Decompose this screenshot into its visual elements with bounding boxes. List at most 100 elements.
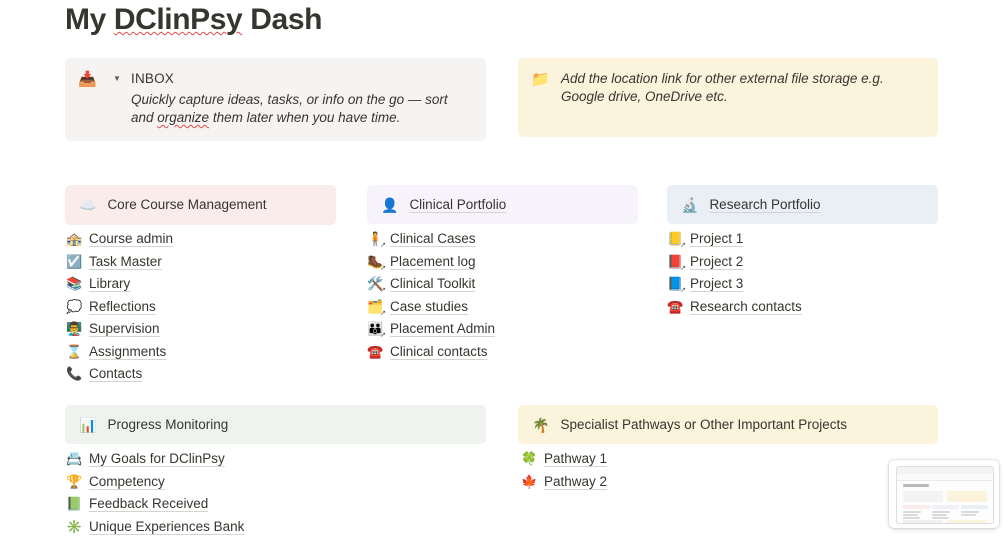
list-item-label[interactable]: Clinical Toolkit [390,276,476,292]
preview-line [903,511,921,513]
list-item[interactable]: 👨‍🏫 Supervision [66,318,173,341]
link-list-clinical: 🧍Clinical Cases🥾Placement log🛠️Clinical … [367,228,495,363]
callout-external-storage[interactable]: 📁 Add the location link for other extern… [518,58,938,137]
list-item[interactable]: ✳️Unique Experiences Bank [66,516,244,538]
trophy-icon: 🏆 [66,473,83,489]
section-title-pathways: Specialist Pathways or Other Important P… [560,416,848,432]
list-item-label[interactable]: Feedback Received [89,496,209,512]
section-title-research: Research Portfolio [709,196,821,212]
preview-line [932,517,949,519]
preview-section-3 [961,505,988,509]
list-item-label[interactable]: Pathway 1 [544,451,608,467]
card-index-icon: 📇 [66,451,83,467]
list-item-label[interactable]: Case studies [390,298,469,314]
list-item[interactable]: 🥾Placement log [367,251,495,274]
list-item[interactable]: 🗂️Case studies [367,296,495,319]
four-leaf-clover-icon: 🍀 [521,451,538,467]
page-preview-thumbnail[interactable] [889,460,999,528]
palm-tree-icon: 🌴 [532,416,550,433]
list-item[interactable]: 📘Project 3 [667,273,802,296]
list-item[interactable]: 📒Project 1 [667,228,802,251]
list-item[interactable]: ☑️ Task Master [66,251,173,274]
list-item[interactable]: ⌛ Assignments [66,341,173,364]
telephone-icon: ☎️ [667,298,684,314]
section-header-research-portfolio[interactable]: 🔬 Research Portfolio [667,185,938,224]
callout-inbox[interactable]: 📥 ▼ INBOX Quickly capture ideas, tasks, … [65,58,486,141]
list-item[interactable]: ☎️Clinical contacts [367,341,495,364]
list-item-label[interactable]: My Goals for DClinPsy [89,451,225,467]
preview-line [932,511,950,513]
list-item-label[interactable]: Library [89,276,131,292]
list-item[interactable]: 📇 My Goals for DClinPsy [66,448,244,471]
list-item[interactable]: 👪Placement Admin [367,318,495,341]
inbox-description: Quickly capture ideas, tasks, or info on… [131,91,472,127]
list-item[interactable]: 🏆 Competency [66,471,244,494]
checkbox-icon: ☑️ [66,253,83,269]
section-header-clinical-portfolio[interactable]: 👤 Clinical Portfolio [367,185,638,224]
preview-line [903,514,918,516]
list-item-label[interactable]: Clinical Cases [390,231,476,247]
green-book-icon: 📗 [66,496,83,512]
list-item[interactable]: 📚Library [66,273,173,296]
page-title-text-a: My [65,3,114,36]
preview-line [932,514,947,516]
list-item[interactable]: 📞 Contacts [66,363,173,386]
preview-line [961,511,979,513]
hourglass-icon: ⌛ [66,343,83,359]
list-item-label[interactable]: Project 2 [690,253,744,269]
page-title-spellcheck-word: DClinPsy [113,3,243,36]
family-icon: 👪 [367,321,386,339]
list-item-label[interactable]: Task Master [89,253,162,269]
preview-line [961,514,976,516]
section-header-core-course-management[interactable]: ☁️ Core Course Management [65,185,336,225]
preview-section-2 [932,505,959,509]
folder-icon: 📁 [531,71,550,88]
list-item-label[interactable]: Competency [89,473,165,489]
list-item[interactable]: 🏤 Course admin [66,228,173,251]
section-title-progress: Progress Monitoring [107,416,229,432]
list-item-label[interactable]: Placement log [390,253,476,269]
list-item-label[interactable]: Reflections [89,298,156,314]
list-item[interactable]: 🛠️Clinical Toolkit [367,273,495,296]
list-item-label[interactable]: Project 3 [690,276,744,292]
telephone-receiver-icon: 📞 [66,366,83,382]
list-item-label[interactable]: Research contacts [690,298,802,314]
preview-callout-2 [947,491,987,502]
post-office-icon: 🏤 [66,231,83,247]
list-item-label[interactable]: Course admin [89,231,174,247]
tools-icon: 🛠️ [367,276,386,294]
list-item-label[interactable]: Project 1 [690,231,744,247]
yellow-notebook-icon: 📒 [667,231,686,249]
list-item-label[interactable]: Unique Experiences Bank [89,518,245,534]
page-title-text-b: Dash [242,3,323,36]
preview-line [903,517,920,519]
link-list-research: 📒Project 1📕Project 2📘Project 3☎️Research… [667,228,802,318]
list-item-label[interactable]: Assignments [89,343,167,359]
section-title-clinical: Clinical Portfolio [409,196,507,212]
blue-book-icon: 📘 [667,276,686,294]
list-item-label[interactable]: Supervision [89,321,160,337]
teacher-icon: 👨‍🏫 [66,321,83,337]
list-item[interactable]: 📕Project 2 [667,251,802,274]
section-header-specialist-pathways[interactable]: 🌴 Specialist Pathways or Other Important… [518,405,938,444]
list-item-label[interactable]: Clinical contacts [390,343,488,359]
list-item[interactable]: 🍀 Pathway 1 [521,448,607,471]
list-item-label[interactable]: Contacts [89,366,143,382]
inbox-toggle-label: INBOX [131,71,175,86]
list-item[interactable]: 🧍Clinical Cases [367,228,495,251]
list-item[interactable]: 💭Reflections [66,296,173,319]
person-standing-icon: 🧍 [367,231,386,249]
list-item[interactable]: 🍁Pathway 2 [521,471,607,494]
section-header-progress-monitoring[interactable]: 📊 Progress Monitoring [65,405,486,444]
list-item-label[interactable]: Pathway 2 [544,473,608,489]
list-item[interactable]: 📗 Feedback Received [66,493,244,516]
list-item-label[interactable]: Placement Admin [390,321,496,337]
inbox-toggle-row[interactable]: ▼ INBOX [113,70,472,88]
external-storage-text: Add the location link for other external… [561,71,884,104]
list-item[interactable]: ☎️ Research contacts [667,296,802,319]
inbox-callout-body: ▼ INBOX Quickly capture ideas, tasks, or… [98,70,472,127]
link-list-core: 🏤 Course admin ☑️ Task Master 📚Library💭Refle… [66,228,173,386]
chevron-down-icon[interactable]: ▼ [113,74,121,83]
card-index-dividers-icon: 🗂️ [367,299,386,317]
